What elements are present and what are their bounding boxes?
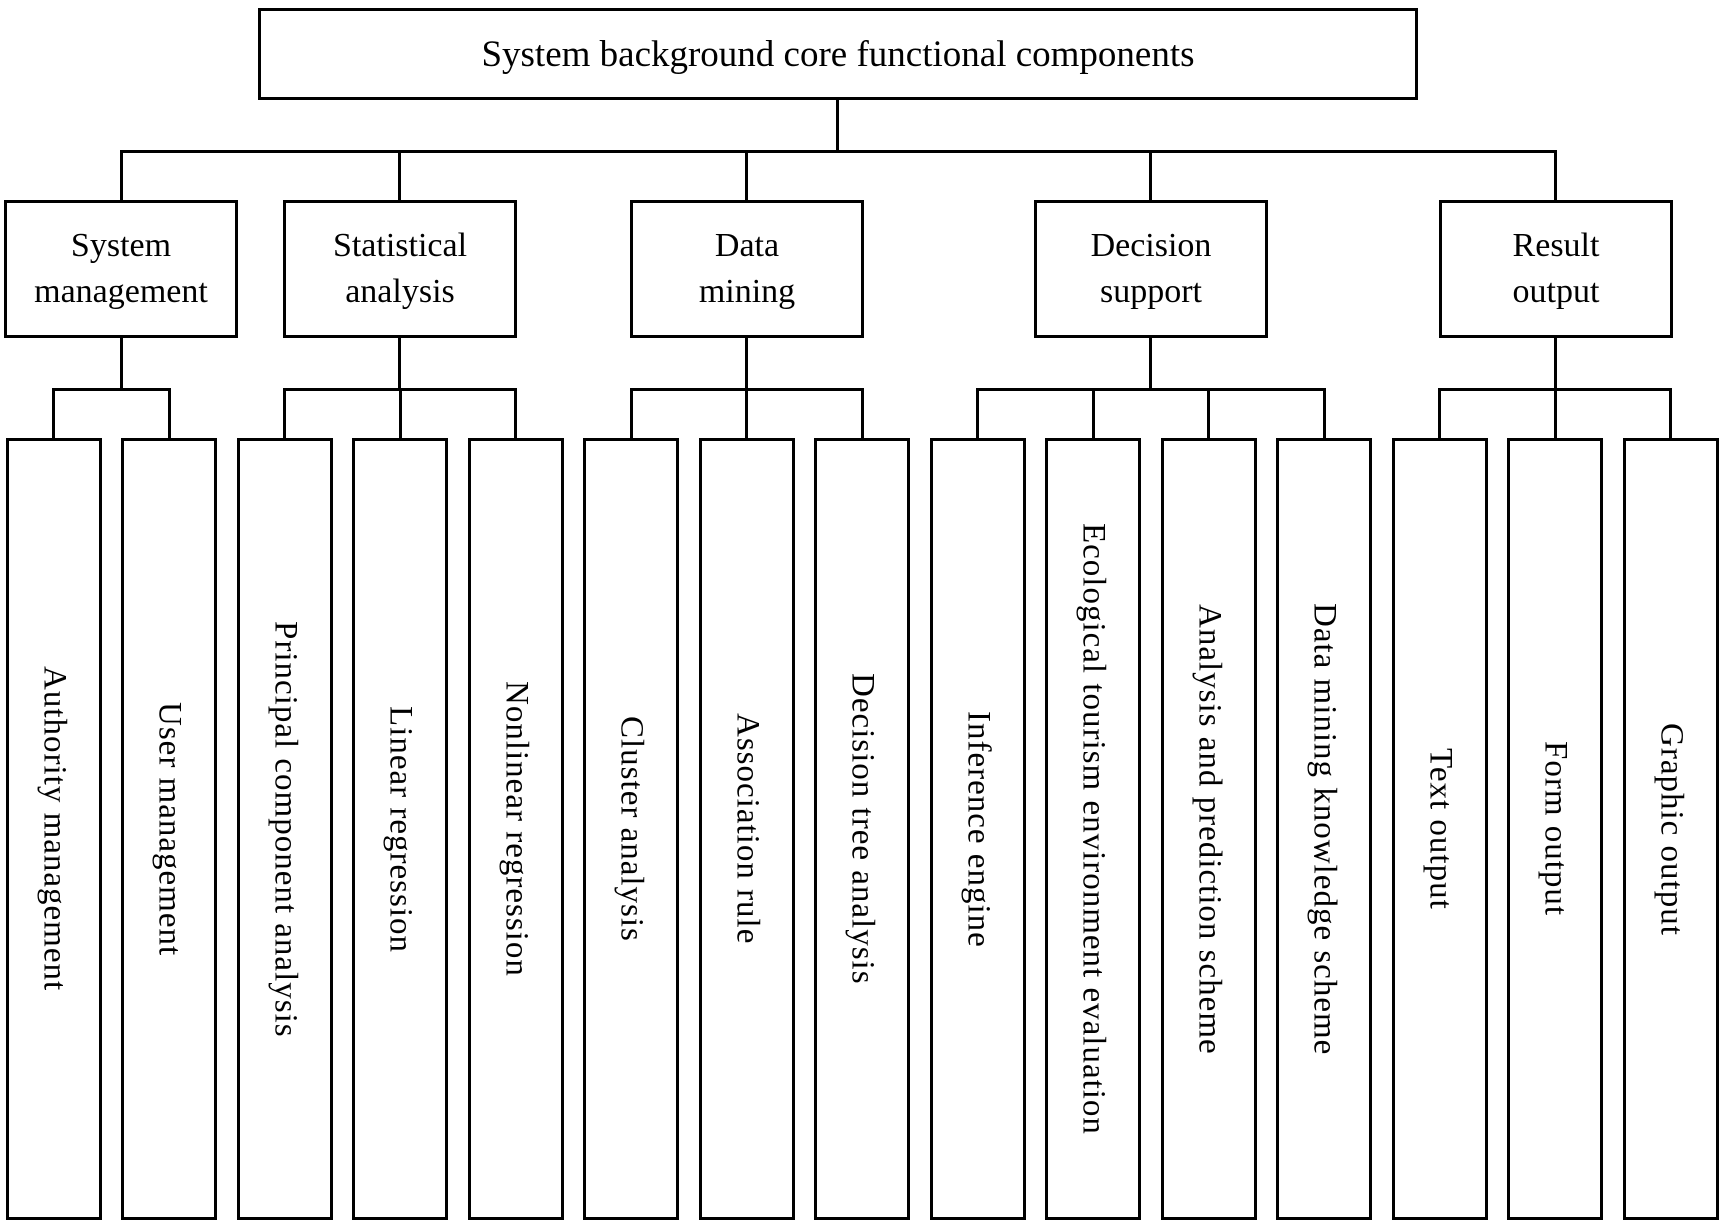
leaf-decision-tree-analysis: Decision tree analysis [814, 438, 910, 1220]
leaf-label: Graphic output [1653, 722, 1690, 936]
connector-line [745, 338, 748, 388]
connector-line [398, 150, 401, 200]
leaf-linear-regression: Linear regression [352, 438, 448, 1220]
branch-system-management: System management [4, 200, 238, 338]
connector-line [54, 388, 170, 391]
leaf-label: Analysis and prediction scheme [1191, 603, 1228, 1055]
leaf-data-mining-knowledge-scheme: Data mining knowledge scheme [1276, 438, 1372, 1220]
leaf-label: Ecological tourism environment evaluatio… [1075, 523, 1112, 1135]
leaf-user-management: User management [121, 438, 217, 1220]
leaf-nonlinear-regression: Nonlinear regression [468, 438, 564, 1220]
branch-data-mining: Data mining [630, 200, 864, 338]
leaf-ecological-tourism-environment-evaluation: Ecological tourism environment evaluatio… [1045, 438, 1141, 1220]
leaf-authority-management: Authority management [6, 438, 102, 1220]
connector-line [168, 388, 171, 438]
leaf-label: Text output [1422, 748, 1459, 910]
leaf-label: Cluster analysis [613, 716, 650, 942]
branch-statistical-analysis: Statistical analysis [283, 200, 517, 338]
leaf-label: Inference engine [960, 710, 997, 948]
branch-decision-support: Decision support [1034, 200, 1268, 338]
connector-line [1207, 388, 1210, 438]
connector-line [398, 338, 401, 388]
connector-line [1554, 388, 1557, 438]
leaf-label: Nonlinear regression [498, 681, 535, 977]
leaf-cluster-analysis: Cluster analysis [583, 438, 679, 1220]
connector-line [120, 150, 123, 200]
leaf-label: Authority management [36, 666, 73, 992]
leaf-label: User management [151, 701, 188, 957]
connector-line [514, 388, 517, 438]
leaf-principal-component-analysis: Principal component analysis [237, 438, 333, 1220]
connector-line [836, 100, 839, 150]
leaf-graphic-output: Graphic output [1623, 438, 1719, 1220]
connector-line [283, 388, 286, 438]
connector-line [1323, 388, 1326, 438]
leaf-label: Linear regression [382, 705, 419, 953]
connector-line [1149, 338, 1152, 388]
connector-line [976, 388, 979, 438]
root-node: System background core functional compon… [258, 8, 1418, 100]
connector-line [121, 150, 1556, 153]
connector-line [630, 388, 633, 438]
leaf-inference-engine: Inference engine [930, 438, 1026, 1220]
connector-line [1669, 388, 1672, 438]
leaf-label: Association rule [729, 713, 766, 945]
connector-line [745, 150, 748, 200]
connector-line [978, 388, 1325, 391]
connector-line [745, 388, 748, 438]
branch-result-output: Result output [1439, 200, 1673, 338]
connector-line [399, 388, 402, 438]
leaf-analysis-and-prediction-scheme: Analysis and prediction scheme [1161, 438, 1257, 1220]
connector-line [120, 338, 123, 388]
connector-line [1438, 388, 1441, 438]
leaf-form-output: Form output [1507, 438, 1603, 1220]
connector-line [1092, 388, 1095, 438]
leaf-label: Decision tree analysis [844, 673, 881, 985]
leaf-label: Form output [1537, 741, 1574, 917]
connector-line [1149, 150, 1152, 200]
leaf-label: Data mining knowledge scheme [1306, 602, 1343, 1056]
connector-line [1554, 338, 1557, 388]
leaf-association-rule: Association rule [699, 438, 795, 1220]
leaf-label: Principal component analysis [267, 620, 304, 1038]
connector-line [52, 388, 55, 438]
connector-line [861, 388, 864, 438]
connector-line [1554, 150, 1557, 200]
leaf-text-output: Text output [1392, 438, 1488, 1220]
